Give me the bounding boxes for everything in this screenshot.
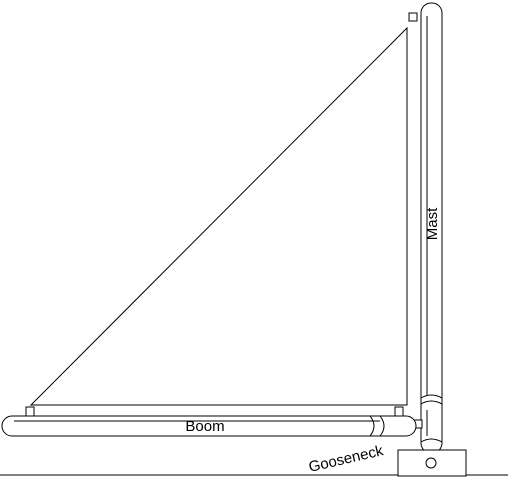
clew-fitting [25,406,35,417]
boom-label: Boom [185,418,224,435]
boom [1,415,417,437]
gooseneck-label: Gooseneck [307,442,385,476]
mast [420,2,443,454]
tack-fitting [394,406,404,417]
mast-base [397,449,467,477]
mast-label: Mast [424,207,441,240]
head-fitting [408,12,418,22]
sail [29,26,408,406]
